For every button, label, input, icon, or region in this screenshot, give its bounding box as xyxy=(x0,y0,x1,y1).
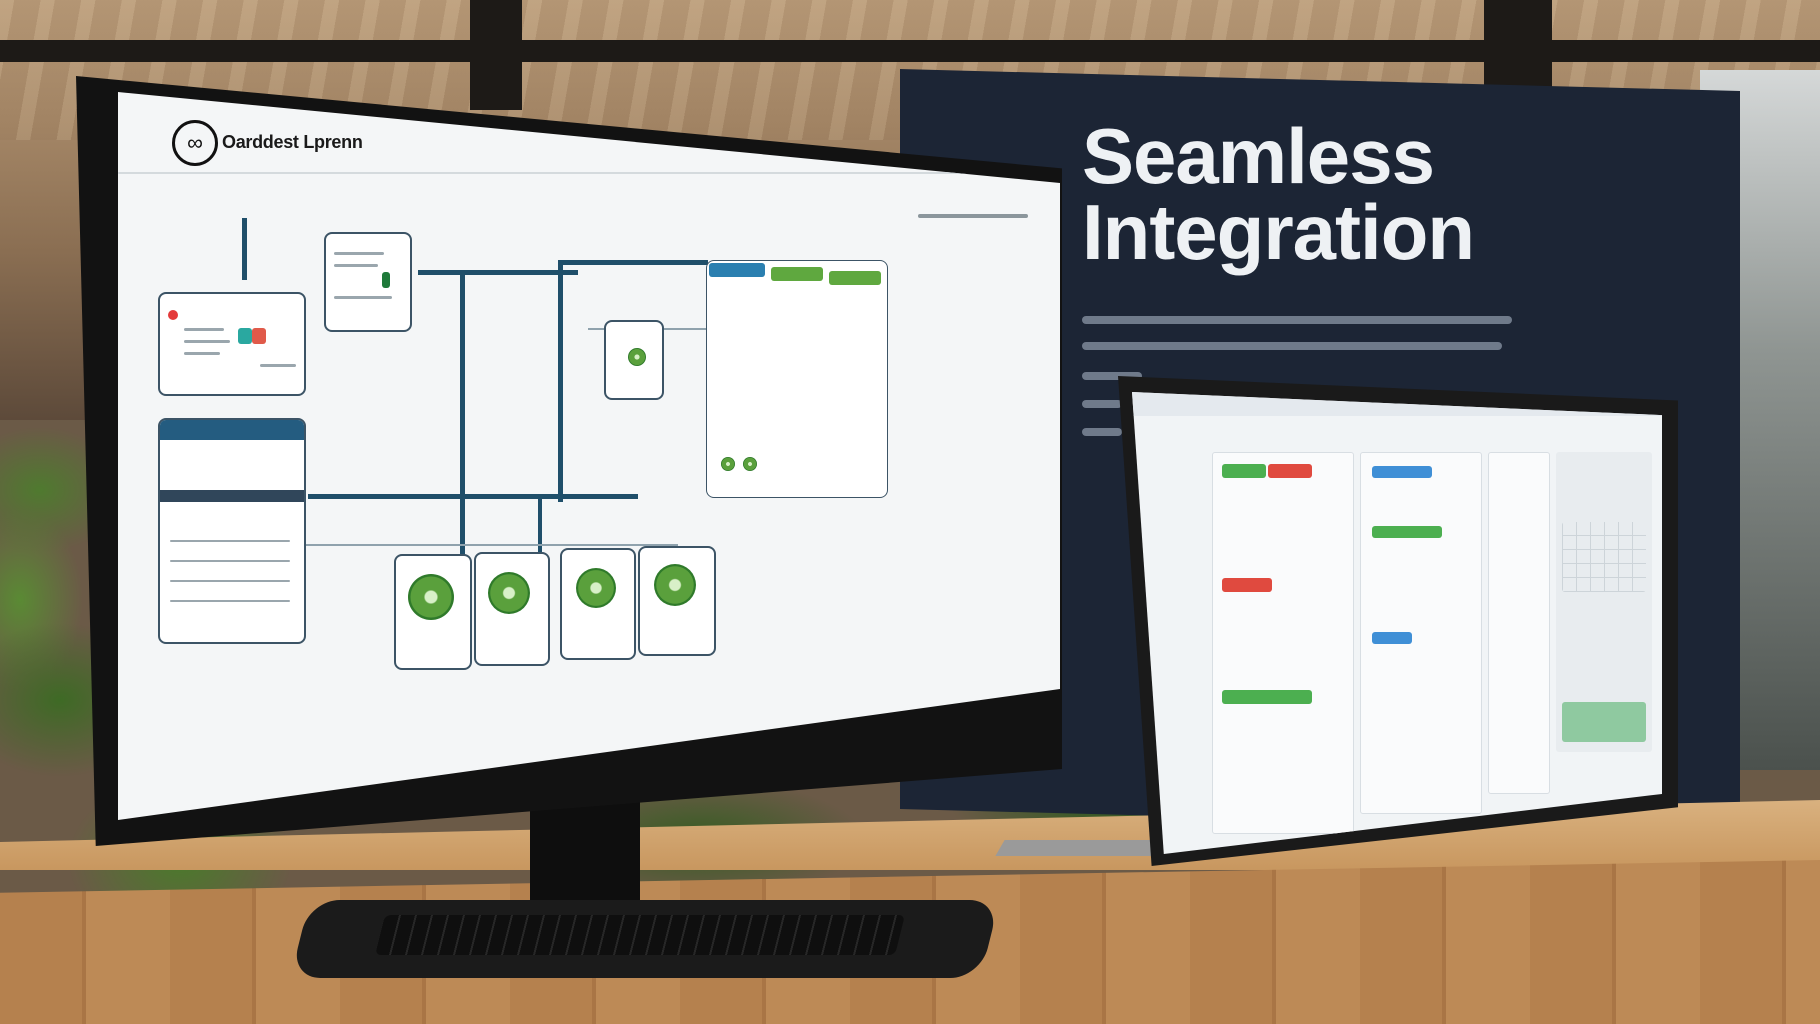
laptop-map-preview xyxy=(1562,702,1646,742)
board-status-icon xyxy=(721,457,735,471)
laptop-chip-red xyxy=(1222,578,1272,592)
status-chip-teal xyxy=(238,328,252,344)
laptop-chip-blue xyxy=(1372,632,1412,644)
ceiling-beam xyxy=(0,40,1820,62)
process-card-1[interactable] xyxy=(394,554,472,670)
banner-body-line-3 xyxy=(1082,372,1142,380)
process-leaf-icon xyxy=(488,572,530,614)
card-row-line xyxy=(170,540,290,542)
workflow-card-node[interactable] xyxy=(604,320,664,400)
banner-body-line-2 xyxy=(1082,342,1502,350)
status-chip-red xyxy=(252,328,266,344)
support-post-left xyxy=(470,0,522,110)
laptop-calendar-block xyxy=(1562,522,1646,592)
laptop-chip-green xyxy=(1372,526,1442,538)
connector-rise xyxy=(558,262,563,502)
process-card-4[interactable] xyxy=(638,546,716,656)
connector-thin-2 xyxy=(298,544,678,546)
laptop-chip-red xyxy=(1268,464,1312,478)
board-status-icon xyxy=(743,457,757,471)
brand-name: Oarddest Lprenn xyxy=(222,132,363,152)
keyboard xyxy=(375,915,905,955)
connector-vertical-center xyxy=(460,270,465,560)
laptop-chip-green xyxy=(1222,690,1312,704)
board-header-green xyxy=(771,267,823,281)
banner-title: Seamless Integration xyxy=(1082,112,1602,276)
status-board-panel[interactable] xyxy=(706,260,888,498)
laptop-column-3 xyxy=(1488,452,1550,794)
card-subheader-bar xyxy=(160,490,304,502)
connector-main-horizontal xyxy=(308,494,638,499)
laptop-column-1 xyxy=(1212,452,1354,834)
support-post-right xyxy=(1484,0,1552,90)
card-row-line xyxy=(170,560,290,562)
status-chip-green xyxy=(382,272,390,288)
laptop-chip-green xyxy=(1222,464,1266,478)
process-card-3[interactable] xyxy=(560,548,636,660)
card-text-line xyxy=(334,296,392,299)
node-status-icon xyxy=(628,348,646,366)
card-text-line xyxy=(260,364,296,367)
card-text-line xyxy=(184,340,230,343)
banner-body-line-5 xyxy=(1082,428,1122,436)
card-text-line xyxy=(184,328,224,331)
process-leaf-icon xyxy=(576,568,616,608)
banner-body-line-4 xyxy=(1082,400,1122,408)
connector-top-horizontal xyxy=(418,270,578,275)
card-text-line xyxy=(184,352,220,355)
process-leaf-icon xyxy=(408,574,454,620)
workflow-card-table[interactable] xyxy=(158,418,306,644)
card-text-line xyxy=(334,252,384,255)
workflow-card-alert[interactable] xyxy=(158,292,306,396)
banner-body-line-1 xyxy=(1082,316,1512,324)
card-header-bar xyxy=(160,420,304,440)
header-nav-links[interactable] xyxy=(918,214,1028,218)
connector-upper-right xyxy=(558,260,708,265)
alert-dot-icon xyxy=(168,310,178,320)
infinity-logo-icon[interactable]: ∞ xyxy=(172,120,218,166)
laptop-chip-blue xyxy=(1372,466,1432,478)
board-header-green-2 xyxy=(829,271,881,285)
process-leaf-icon xyxy=(654,564,696,606)
board-header-teal xyxy=(709,263,765,277)
banner-title-line-2: Integration xyxy=(1082,188,1475,276)
header-divider xyxy=(118,172,1060,174)
connector-root-stem xyxy=(242,218,247,280)
banner-title-line-1: Seamless xyxy=(1082,112,1435,200)
card-row-line xyxy=(170,600,290,602)
card-text-line xyxy=(334,264,378,267)
process-card-2[interactable] xyxy=(474,552,550,666)
laptop-screen xyxy=(1132,392,1662,854)
card-row-line xyxy=(170,580,290,582)
desktop-monitor-screen: ∞ Oarddest Lprenn xyxy=(118,92,1060,820)
workflow-card-input[interactable] xyxy=(324,232,412,332)
